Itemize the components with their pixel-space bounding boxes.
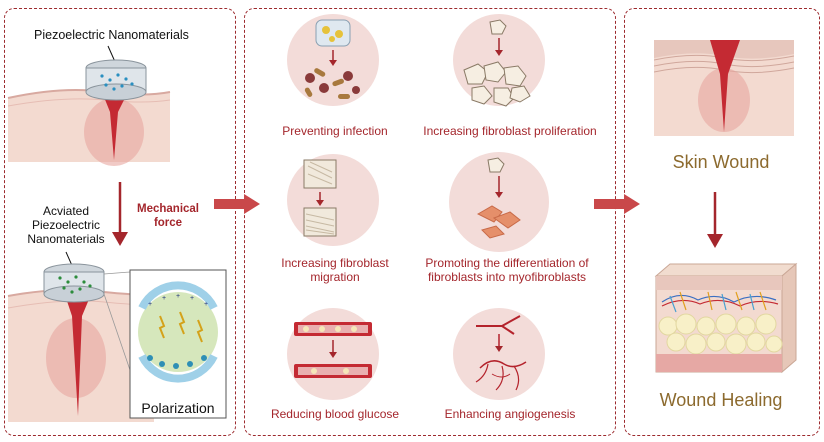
proliferation-icon — [463, 19, 531, 107]
polarization-label: Polarization — [141, 400, 215, 416]
blood-vessel-icon — [294, 322, 372, 378]
caption-fibroblast-proliferation: Increasing fibroblast proliferation — [423, 124, 597, 138]
svg-text:+: + — [190, 295, 194, 302]
arrow-left-to-middle — [214, 194, 260, 214]
mechanical-force-arrow — [112, 182, 128, 246]
caption-angiogenesis: Enhancing angiogenesis — [444, 407, 576, 421]
skin-wound-illustration — [654, 40, 794, 136]
differentiation-icon — [476, 157, 521, 239]
angiogenesis-icon — [475, 315, 527, 391]
svg-text:+: + — [204, 301, 208, 308]
wound-healing-illustration — [654, 262, 798, 374]
caption-blood-glucose: Reducing blood glucose — [270, 407, 400, 421]
arrow-middle-to-right — [594, 194, 640, 214]
infection-icon — [304, 19, 360, 99]
skin-with-activated-nano-illustration: + + + + + — [7, 251, 227, 422]
middle-illustrations — [287, 14, 549, 400]
wound-healing-label: Wound Healing — [659, 390, 783, 410]
skin-wound-label: Skin Wound — [672, 152, 770, 172]
activated-label: Acviated Piezoelectric Nanomaterials — [27, 204, 105, 246]
skin-with-nano-illustration — [7, 45, 171, 166]
svg-text:+: + — [148, 301, 152, 308]
svg-text:+: + — [176, 293, 180, 300]
migration-icon — [303, 159, 337, 237]
healing-arrow — [707, 192, 723, 248]
nano-label: Piezoelectric Nanomaterials — [34, 28, 189, 42]
svg-text:+: + — [162, 295, 166, 302]
caption-preventing-infection: Preventing infection — [282, 124, 388, 138]
